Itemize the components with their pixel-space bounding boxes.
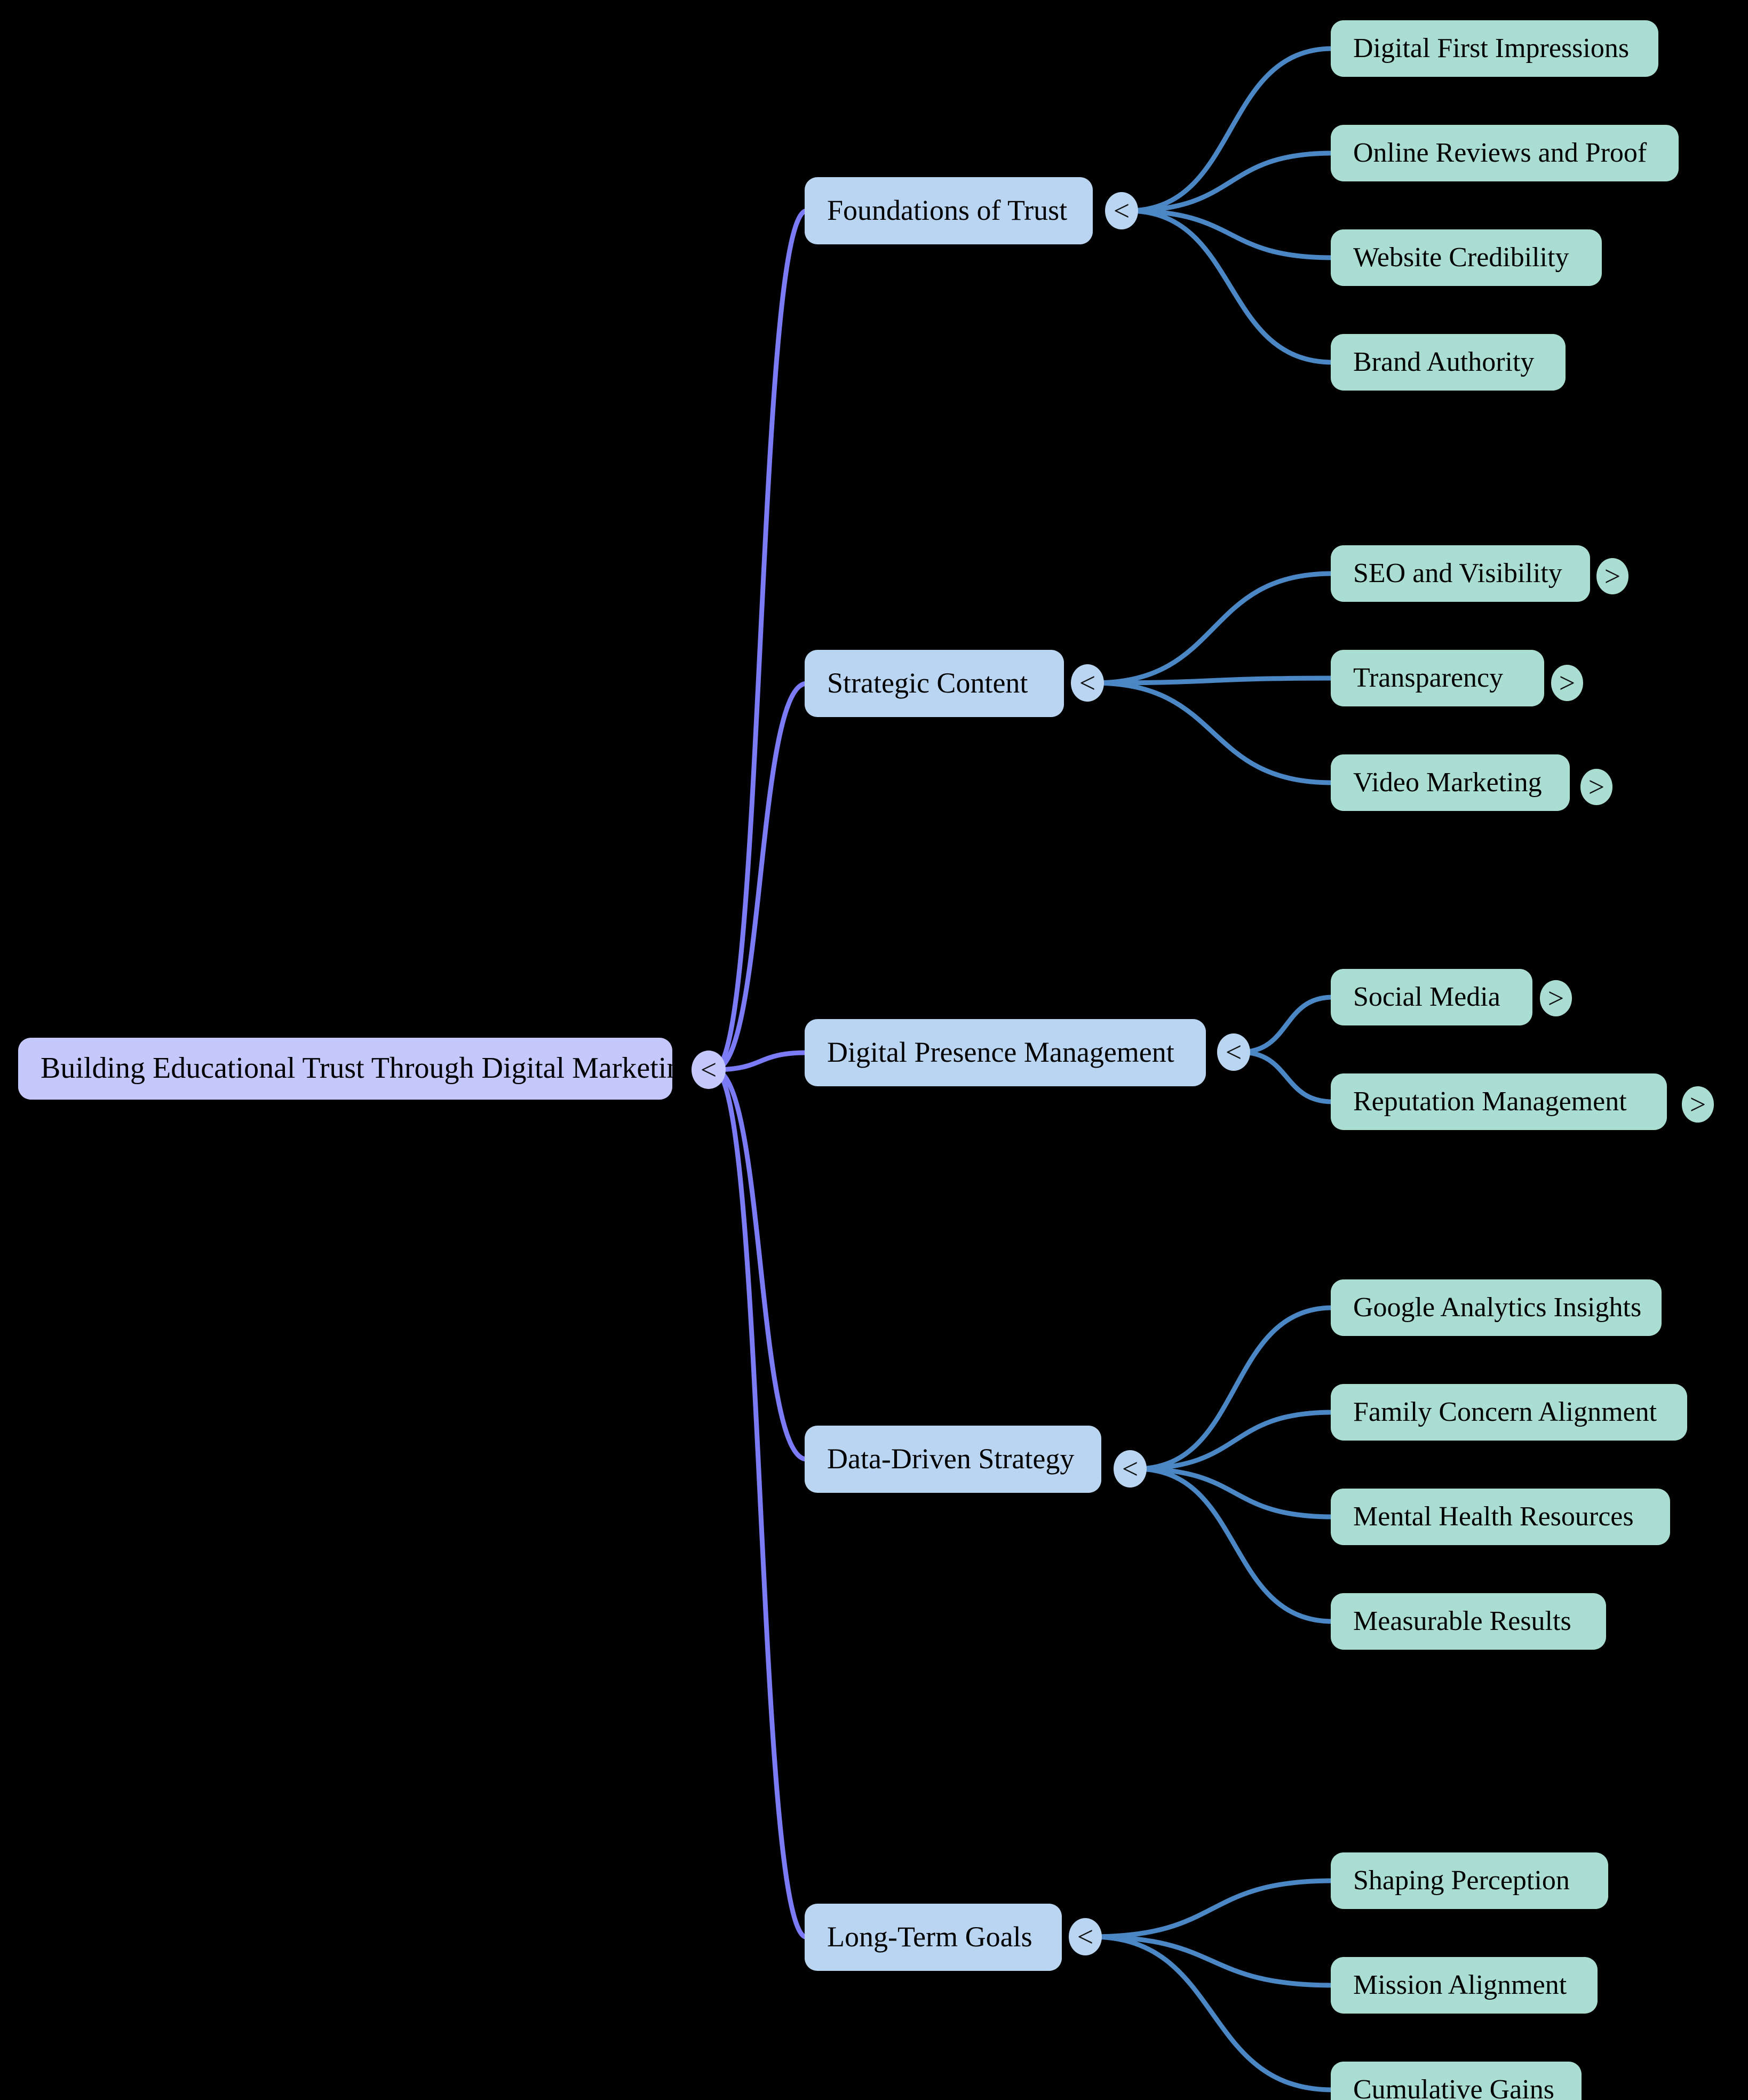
leaf-node-mental-health-resources[interactable]: Mental Health Resources	[1331, 1489, 1670, 1545]
mindmap-edge	[1237, 995, 1336, 1055]
expand-chevron-icon[interactable]: >	[1682, 1086, 1714, 1123]
leaf-node-brand-authority-label: Brand Authority	[1353, 347, 1535, 378]
leaf-node-reputation-management-label: Reputation Management	[1353, 1086, 1627, 1117]
leaf-node-seo-and-visibility-label: SEO and Visibility	[1353, 558, 1562, 589]
leaf-node-digital-first-impressions-label: Digital First Impressions	[1353, 33, 1630, 64]
leaf-node-google-analytics-insights[interactable]: Google Analytics Insights	[1331, 1279, 1662, 1336]
mindmap-edge	[1134, 1466, 1336, 1624]
leaf-node-seo-and-visibility[interactable]: SEO and Visibility	[1331, 545, 1590, 602]
leaf-node-measurable-results[interactable]: Measurable Results	[1331, 1593, 1606, 1650]
leaf-node-video-marketing[interactable]: Video Marketing	[1331, 754, 1570, 811]
mindmap-edge	[711, 1067, 809, 1462]
leaf-node-digital-first-impressions[interactable]: Digital First Impressions	[1331, 20, 1658, 77]
mindmap-edge	[1091, 675, 1336, 686]
collapse-chevron-icon[interactable]: <	[1114, 1450, 1147, 1488]
leaf-node-cumulative-gains-label: Cumulative Gains	[1353, 2074, 1554, 2100]
expand-chevron-icon[interactable]: >	[1540, 980, 1572, 1016]
mindmap-edge	[711, 681, 809, 1072]
leaf-node-transparency[interactable]: Transparency	[1331, 650, 1544, 706]
leaf-node-reputation-management[interactable]: Reputation Management	[1331, 1073, 1667, 1130]
expand-chevron-icon[interactable]: >	[1580, 769, 1612, 805]
leaf-node-website-credibility-label: Website Credibility	[1353, 242, 1569, 273]
expand-chevron-icon[interactable]: >	[1596, 558, 1628, 594]
branch-node-data-driven-strategy-label: Data-Driven Strategy	[827, 1443, 1075, 1475]
root-node[interactable]: Building Educational Trust Through Digit…	[18, 1038, 696, 1100]
mindmap-edge	[1125, 208, 1336, 365]
collapse-chevron-icon[interactable]: <	[692, 1051, 726, 1089]
leaf-node-shaping-perception-label: Shaping Perception	[1353, 1865, 1570, 1896]
leaf-node-mission-alignment-label: Mission Alignment	[1353, 1970, 1567, 2001]
mindmap-edge	[1237, 1049, 1336, 1104]
root-node-label: Building Educational Trust Through Digit…	[41, 1052, 697, 1085]
leaf-node-mental-health-resources-label: Mental Health Resources	[1353, 1501, 1634, 1532]
mindmap-edge	[1125, 208, 1336, 260]
branch-node-foundations-of-trust-label: Foundations of Trust	[827, 194, 1068, 227]
leaf-node-measurable-results-label: Measurable Results	[1353, 1606, 1571, 1637]
branch-node-long-term-goals-label: Long-Term Goals	[827, 1921, 1032, 1953]
branch-node-long-term-goals[interactable]: Long-Term Goals	[805, 1904, 1062, 1971]
mindmap-edge	[711, 1067, 809, 1940]
branch-node-strategic-content[interactable]: Strategic Content	[805, 650, 1064, 717]
leaf-node-online-reviews-and-proof-label: Online Reviews and Proof	[1353, 138, 1647, 169]
leaf-node-cumulative-gains[interactable]: Cumulative Gains	[1331, 2062, 1582, 2100]
leaf-node-social-media[interactable]: Social Media	[1331, 969, 1532, 1025]
mindmap-edge	[1091, 680, 1336, 785]
leaf-node-google-analytics-insights-label: Google Analytics Insights	[1353, 1292, 1642, 1323]
mindmap-edge	[1134, 1466, 1336, 1520]
mindmap-edge	[711, 1050, 809, 1072]
mindmap-edge	[1125, 46, 1336, 213]
leaf-node-website-credibility[interactable]: Website Credibility	[1331, 229, 1602, 286]
leaf-node-shaping-perception[interactable]: Shaping Perception	[1331, 1852, 1608, 1909]
mindmap-edge	[1134, 1410, 1336, 1471]
collapse-chevron-icon[interactable]: <	[1071, 664, 1104, 702]
collapse-chevron-icon[interactable]: <	[1217, 1033, 1250, 1071]
expand-chevron-icon[interactable]: >	[1551, 665, 1583, 701]
mindmap-edge	[1089, 1878, 1336, 1939]
mindmap-edge	[1089, 1934, 1336, 1988]
mindmap-edge	[711, 208, 809, 1072]
branch-node-data-driven-strategy[interactable]: Data-Driven Strategy	[805, 1426, 1101, 1493]
branch-node-digital-presence-management-label: Digital Presence Management	[827, 1036, 1174, 1069]
mindmap-edge	[1091, 571, 1336, 686]
leaf-node-online-reviews-and-proof[interactable]: Online Reviews and Proof	[1331, 125, 1679, 181]
collapse-chevron-icon[interactable]: <	[1105, 192, 1138, 229]
leaf-node-family-concern-alignment[interactable]: Family Concern Alignment	[1331, 1384, 1687, 1441]
branch-node-strategic-content-label: Strategic Content	[827, 667, 1028, 699]
mindmap-edge	[1089, 1934, 1336, 2093]
mindmap-edge	[1134, 1305, 1336, 1471]
leaf-node-mission-alignment[interactable]: Mission Alignment	[1331, 1957, 1598, 2014]
collapse-chevron-icon[interactable]: <	[1069, 1918, 1102, 1955]
leaf-node-social-media-label: Social Media	[1353, 982, 1500, 1013]
leaf-node-brand-authority[interactable]: Brand Authority	[1331, 334, 1566, 391]
leaf-node-transparency-label: Transparency	[1353, 663, 1504, 694]
branch-node-digital-presence-management[interactable]: Digital Presence Management	[805, 1019, 1206, 1086]
leaf-node-family-concern-alignment-label: Family Concern Alignment	[1353, 1397, 1657, 1428]
branch-node-foundations-of-trust[interactable]: Foundations of Trust	[805, 177, 1093, 244]
leaf-node-video-marketing-label: Video Marketing	[1353, 767, 1542, 798]
mindmap-edge	[1125, 150, 1336, 213]
